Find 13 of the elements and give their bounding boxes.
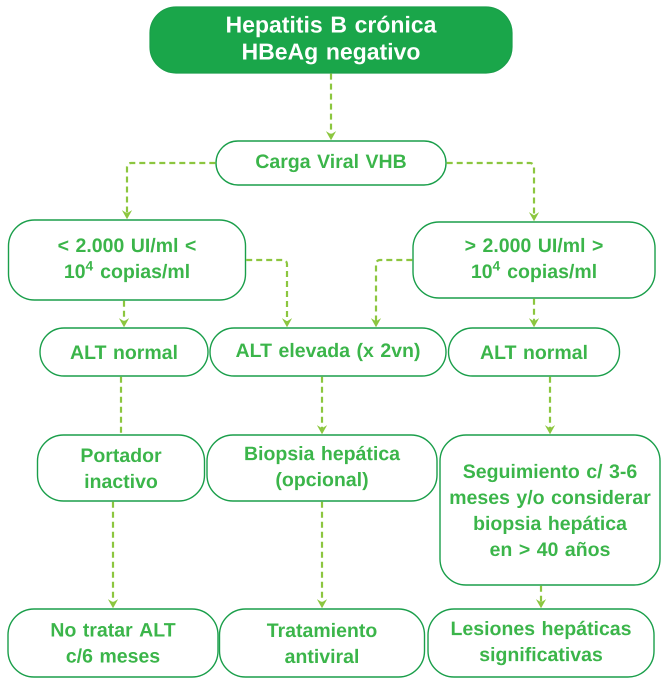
title-box: Hepatitis B crónica HBeAg negativo (149, 6, 513, 74)
process-box: Tratamiento antiviral (218, 608, 426, 678)
process-box: Seguimiento c/ 3-6 meses y/o considerar biopsia hepática en > 40 años (439, 434, 661, 586)
process-box: ALT elevada (x 2vn) (209, 327, 447, 377)
process-box: < 2.000 UI/ml < 10$^{4}$ copias/ml (8, 219, 246, 301)
process-box: > 2.000 UI/ml > 10$^{4}$ copias/ml (412, 221, 656, 299)
process-box: ALT normal (39, 327, 209, 377)
process-box: Lesiones hepáticas significativas (427, 608, 655, 678)
process-box: Carga Viral VHB (215, 140, 447, 186)
process-box: Biopsia hepática (opcional) (206, 434, 438, 502)
process-box: Portador inactivo (36, 434, 206, 502)
process-box: No tratar ALT c/6 meses (7, 608, 219, 678)
process-box: ALT normal (448, 327, 620, 377)
